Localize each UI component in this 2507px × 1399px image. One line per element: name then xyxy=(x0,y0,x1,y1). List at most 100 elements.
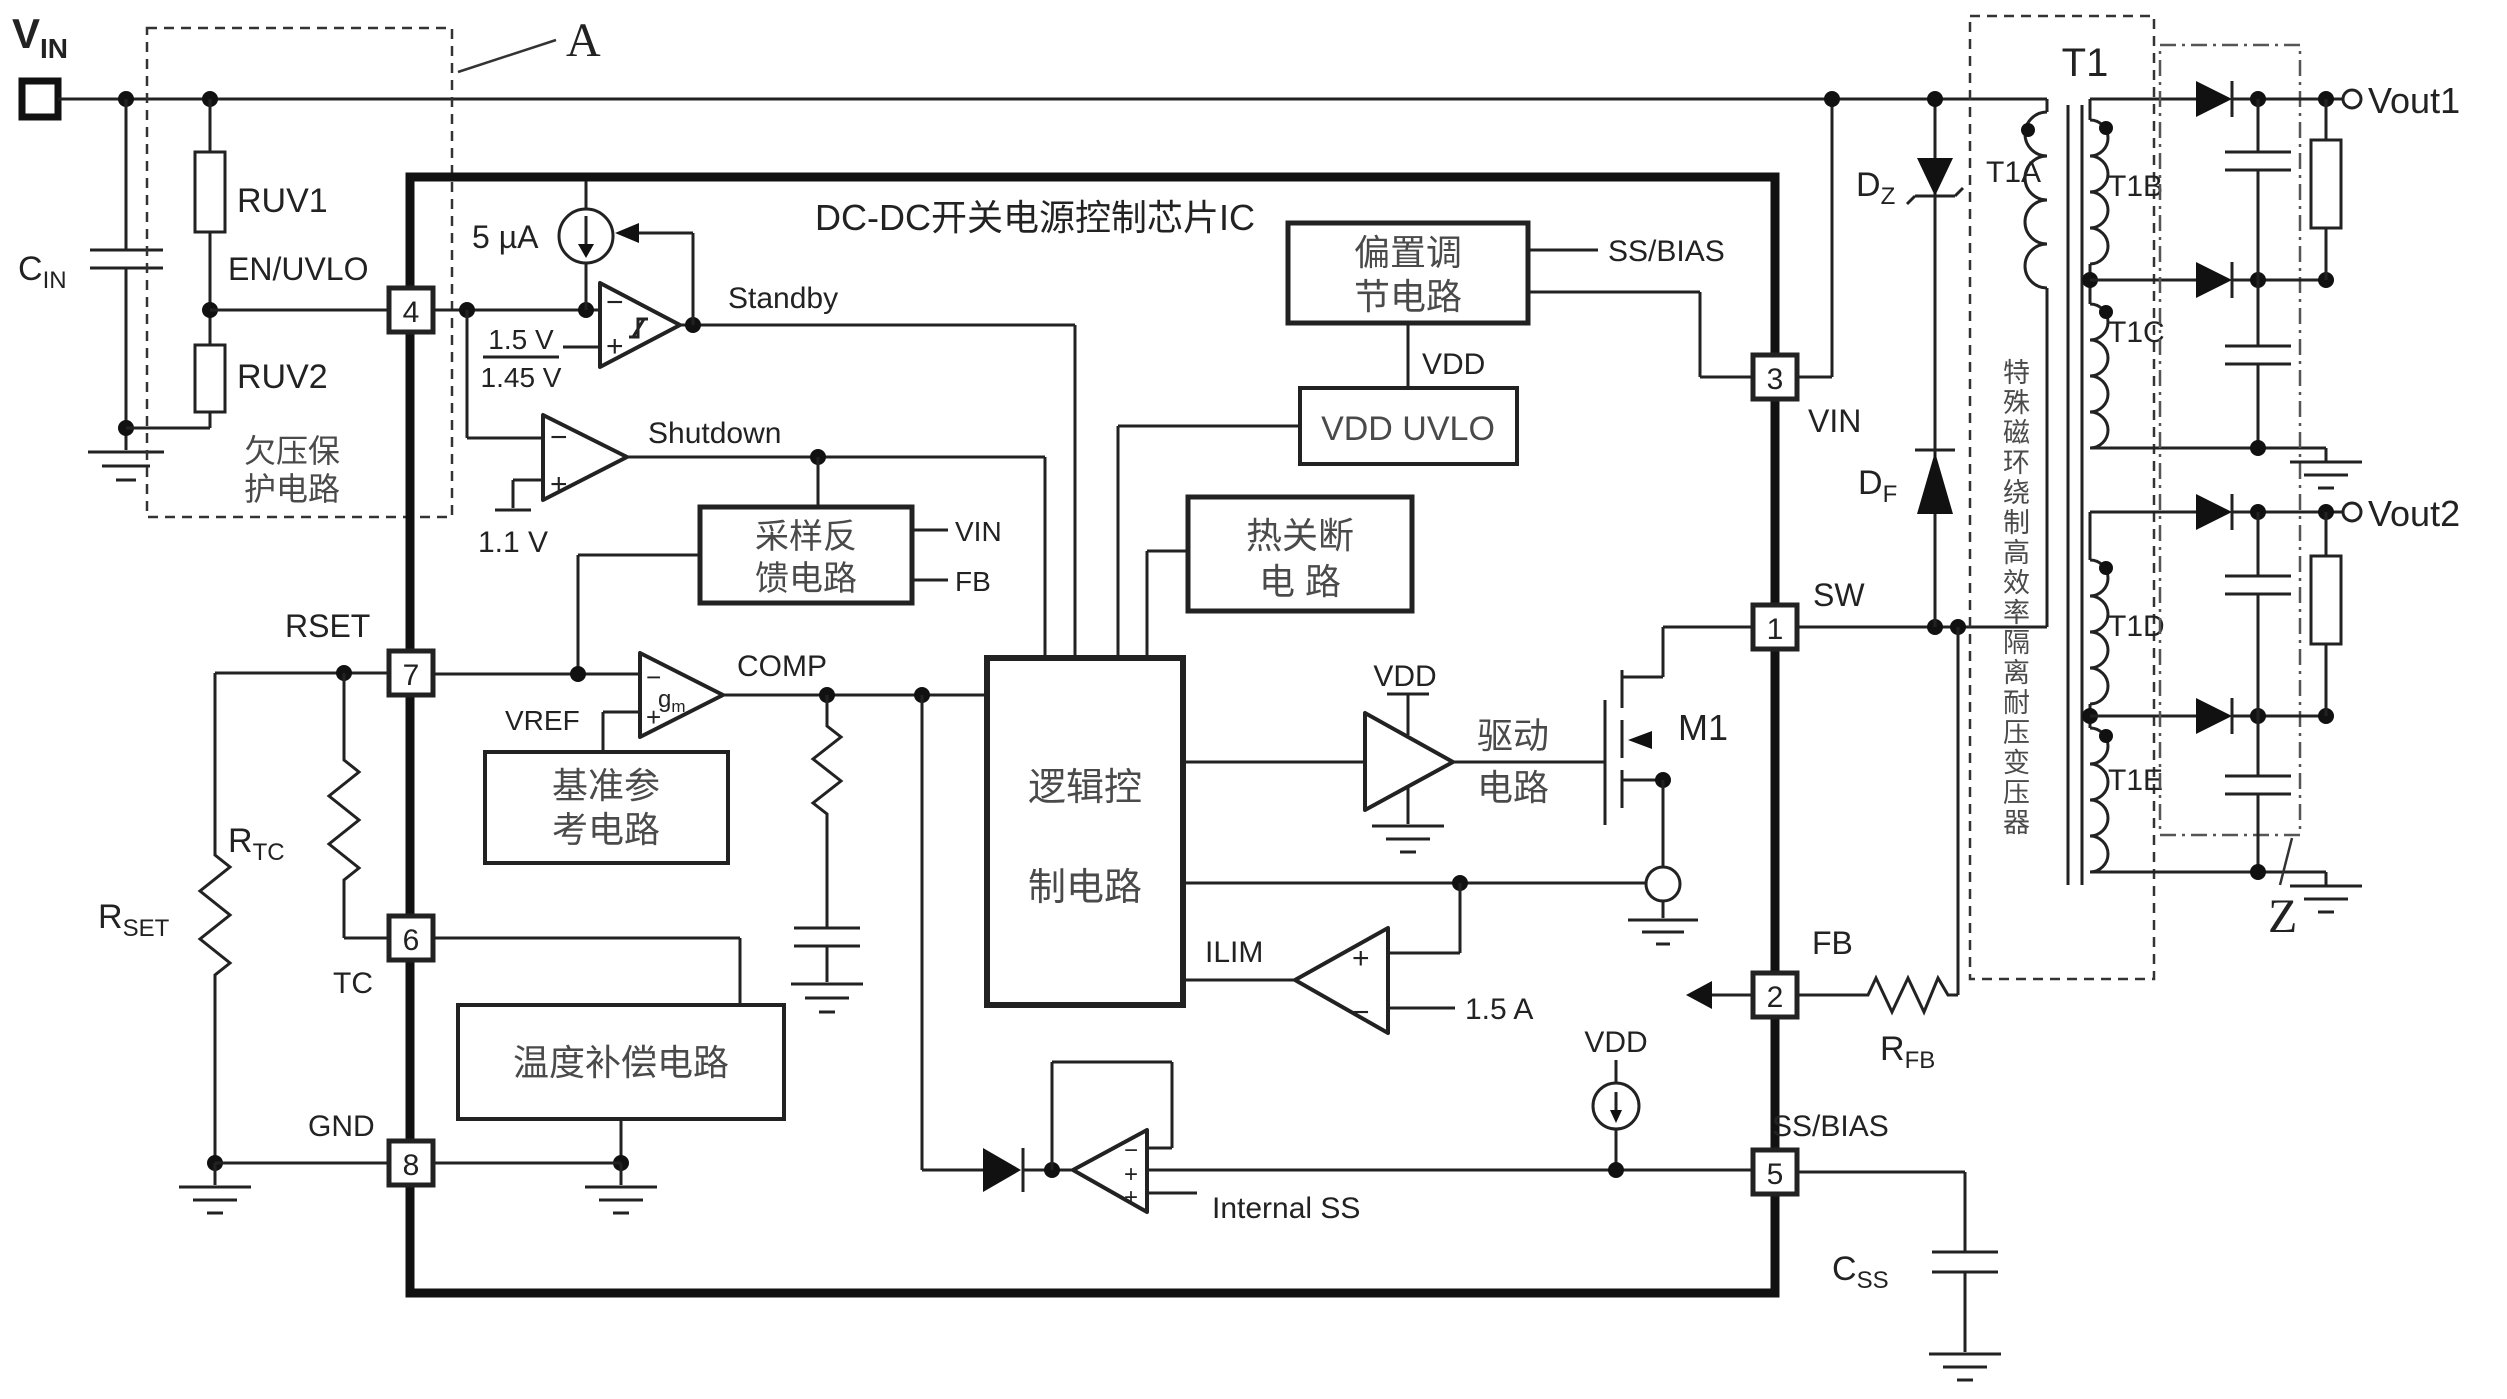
pin-7: 7 xyxy=(403,659,420,692)
sample-vin-stub-label: VIN xyxy=(955,516,1002,547)
rset-pin-label: RSET xyxy=(285,608,370,644)
load-resistor-1 xyxy=(2309,99,2343,280)
temp-comp-section: 温度补偿电路 xyxy=(433,936,786,1215)
current-sense-icon xyxy=(1644,865,1682,903)
shutdown-label: Shutdown xyxy=(648,417,781,450)
rset-label: RSET xyxy=(98,898,170,942)
t1c-winding xyxy=(2089,302,2110,450)
vdd-label-3: VDD xyxy=(1584,1026,1647,1059)
thermal-shutdown-block: 热关断 电 路 xyxy=(1145,494,1415,658)
enable-section: 5 µA −+ 1.5 V 1.45 V Standby −+ 1.1 V Sh… xyxy=(433,181,1077,658)
df-label: DF xyxy=(1858,464,1897,508)
gm-amplifier xyxy=(638,651,725,739)
rfb-resistor xyxy=(1855,974,1958,1016)
svg-text:−: − xyxy=(646,662,661,692)
output-network: Z xyxy=(2158,43,2460,943)
hysteresis-icon xyxy=(629,317,648,339)
svg-text:−: − xyxy=(1352,996,1370,1029)
drive-label-2: 电路 xyxy=(1477,767,1549,808)
df-diode-icon xyxy=(1915,448,1955,514)
comp-label: COMP xyxy=(737,650,827,683)
svg-text:−: − xyxy=(550,421,568,454)
svg-text:+: + xyxy=(1124,1184,1138,1211)
output-cap-2 xyxy=(2225,280,2291,448)
transformer-note: 特殊磁环绕制高效率隔离耐压变压器 xyxy=(1999,358,2029,838)
en-current-label: 5 µA xyxy=(472,219,539,255)
t1c-label: T1C xyxy=(2108,316,2165,349)
ss-diode-icon xyxy=(983,1148,1021,1192)
left-external-network: RSET RTC RSET TC GND xyxy=(98,608,389,1215)
ssbias-internal-label: SS/BIAS xyxy=(1608,235,1725,268)
t1b-winding xyxy=(2089,118,2110,266)
vin-pin-label: VIN xyxy=(1808,403,1861,439)
uvp-label-1: 欠压保 xyxy=(244,433,340,469)
logic-label-1: 逻辑控 xyxy=(1028,767,1142,809)
m1-label: M1 xyxy=(1678,707,1728,748)
shutdown-comparator xyxy=(541,413,629,502)
mosfet-body-arrow-icon xyxy=(1628,731,1652,749)
ruv2-resistor xyxy=(193,343,227,414)
svg-text:+: + xyxy=(646,702,661,732)
ic-chip: DC-DC开关电源控制芯片IC xyxy=(405,172,1780,1298)
sample-fb-stub-label: FB xyxy=(955,566,991,597)
vout1-label: Vout1 xyxy=(2368,80,2460,121)
current-source-5ua-icon xyxy=(557,181,615,310)
thermal-label-1: 热关断 xyxy=(1246,515,1354,556)
fb-pin-label: FB xyxy=(1812,925,1853,961)
svg-text:+: + xyxy=(550,468,568,501)
ic-title: DC-DC开关电源控制芯片IC xyxy=(815,197,1255,238)
rtc-label: RTC xyxy=(228,822,285,866)
logic-control-block: 逻辑控 制电路 xyxy=(984,655,1186,1008)
vdd-uvlo-label: VDD UVLO xyxy=(1321,410,1495,448)
ilim-label: ILIM xyxy=(1205,936,1263,969)
error-amp-section: −+ gm VREF 基准参 考电路 COMP xyxy=(433,650,987,1014)
vout2-label: Vout2 xyxy=(2368,493,2460,534)
dz-zener-icon xyxy=(1905,158,1965,206)
sample-label-1: 采样反 xyxy=(755,518,857,556)
callout-a-label: A xyxy=(566,14,601,67)
uvp-label-2: 护电路 xyxy=(244,471,340,507)
t1e-winding xyxy=(2089,726,2110,874)
vdd-label-2: VDD xyxy=(1373,660,1436,693)
pin-3: 3 xyxy=(1767,363,1784,396)
gnd-pin-label: GND xyxy=(308,1110,375,1143)
input-network: VIN CIN RUV1 EN/UVLO RUV2 欠压保 护电路 A xyxy=(12,10,2047,519)
driver-amplifier xyxy=(1363,711,1455,812)
ruv2-label: RUV2 xyxy=(237,358,328,396)
right-external-network: VIN SW DZ DF FB RFB SS/BIAS CSS xyxy=(1772,91,2047,1382)
pin-8: 8 xyxy=(403,1149,420,1182)
t1e-label: T1E xyxy=(2108,764,2163,797)
svg-text:+: + xyxy=(1352,942,1370,975)
rset-resistor xyxy=(197,673,233,1163)
transformer-box xyxy=(1968,14,2156,981)
tc-pin-label: TC xyxy=(333,967,373,1000)
dz-label: DZ xyxy=(1856,166,1895,210)
t1a-phase-dot xyxy=(2021,123,2035,137)
transformer-t1: T1 T1A T1B T1C T1D T1E xyxy=(1968,14,2326,981)
vin-terminal-label: VIN xyxy=(12,10,68,64)
vdd-label-1: VDD xyxy=(1422,348,1485,381)
cin-capacitor xyxy=(90,248,163,270)
undervoltage-protection-box xyxy=(145,26,454,519)
driver-section: VDD 驱动 电路 xyxy=(1183,660,1605,854)
soft-start-clamp: −++ Internal SS VDD xyxy=(920,695,1753,1225)
output-cap-3 xyxy=(2225,512,2291,716)
t1d-winding xyxy=(2089,558,2110,706)
ssbias-pin-label: SS/BIAS xyxy=(1772,1110,1889,1143)
vref-label: VREF xyxy=(505,705,580,736)
sample-feedback-block: 采样反 馈电路 VIN FB xyxy=(576,457,1002,674)
css-label: CSS xyxy=(1832,1250,1889,1294)
callout-z-label: Z xyxy=(2268,890,2297,943)
standby-label: Standby xyxy=(728,282,838,315)
pin-5: 5 xyxy=(1767,1158,1784,1191)
bias-label-2: 节电路 xyxy=(1354,276,1462,317)
pin-2: 2 xyxy=(1767,981,1784,1014)
thermal-label-2: 电 路 xyxy=(1259,561,1341,602)
output-cap-1 xyxy=(2225,99,2291,280)
vout2-terminal xyxy=(2341,501,2363,523)
load-resistor-2 xyxy=(2309,512,2343,716)
bias-label-1: 偏置调 xyxy=(1354,232,1462,273)
pin-6: 6 xyxy=(403,924,420,957)
comp-rc-network xyxy=(791,695,863,1014)
